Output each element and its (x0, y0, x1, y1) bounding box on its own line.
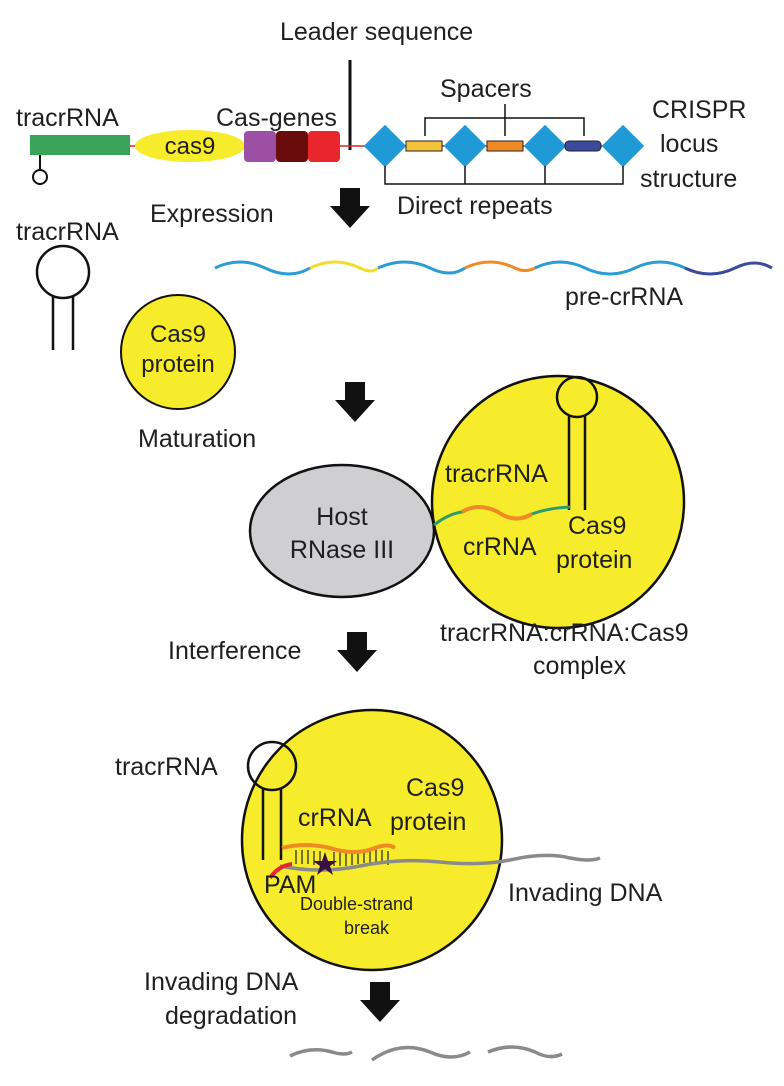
cas9-gene (135, 130, 245, 162)
expression-stage: Expression tracrRNA Cas9 protein pre-crR… (16, 188, 773, 410)
maturation-arrow-icon (335, 382, 375, 422)
complex-name-line2: complex (533, 652, 627, 680)
pre-crrna-transcript (214, 260, 773, 276)
direct-repeats-bracket (384, 166, 624, 185)
expression-arrow-icon (330, 188, 370, 228)
maturation-step-label: Maturation (138, 425, 256, 453)
degradation-arrow-icon (360, 982, 400, 1022)
direct-repeat-3 (523, 124, 567, 168)
direct-repeat-4 (601, 124, 645, 168)
tracrrna-gene-loop (32, 169, 48, 185)
host-rnase-iii (248, 463, 436, 599)
cas9-complex-circle (430, 374, 686, 630)
locus-tracrrna-label: tracrRNA (16, 104, 119, 132)
pam-segment (268, 862, 293, 880)
expression-tracrrna-label: tracrRNA (16, 218, 119, 246)
interference-tracrrna-label: tracrRNA (115, 753, 218, 781)
crispr-locus-structure-line2: locus (660, 130, 718, 158)
crispr-locus-structure-line3: structure (640, 165, 737, 193)
interference-crrna-label: crRNA (298, 804, 372, 832)
cas-gene-red (308, 131, 340, 162)
cas9-gene-label: cas9 (165, 133, 216, 160)
cas-gene-dark-red (276, 131, 308, 162)
interference-step-label: Interference (168, 637, 301, 665)
interference-stage: Interference tracrRNA crRNA Cas9 protein… (115, 632, 663, 972)
direct-repeats-label: Direct repeats (397, 192, 553, 220)
spacer-3 (564, 140, 602, 152)
interference-tracrrna-hairpin (246, 740, 298, 860)
maturation-stage: Maturation Host RNase III tracrRNA crRNA… (138, 374, 689, 680)
cas9-protein-free-line2: protein (141, 351, 214, 378)
double-strand-break-line2: break (344, 918, 390, 938)
direct-repeat-1 (363, 124, 407, 168)
interference-arrow-icon (337, 632, 377, 672)
interference-cas9-circle (240, 708, 504, 972)
complex-cas9-line1: Cas9 (568, 512, 626, 540)
cas9-protein-free (120, 294, 236, 410)
direct-repeat-2 (443, 124, 487, 168)
crispr-locus-structure-line1: CRISPR (652, 96, 746, 124)
pam-label: PAM (264, 871, 316, 899)
invading-dna-label: Invading DNA (508, 879, 663, 907)
degradation-stage: Invading DNA degradation (144, 968, 563, 1062)
cas9-protein-free-line1: Cas9 (150, 321, 206, 348)
complex-crrna-spacer (460, 505, 534, 521)
complex-cas9-line2: protein (556, 546, 632, 574)
complex-tracrrna-label: tracrRNA (445, 460, 548, 488)
tracrrna-hairpin (35, 244, 91, 350)
pre-crrna-label: pre-crRNA (565, 283, 683, 311)
spacer-1 (405, 140, 443, 152)
spacer-2 (486, 140, 524, 152)
host-rnase-line2: RNase III (290, 536, 394, 564)
cas-genes-label: Cas-genes (216, 104, 337, 132)
degradation-step-line1: Invading DNA (144, 968, 299, 996)
invading-dna-strand (279, 853, 601, 872)
spacers-label: Spacers (440, 75, 532, 103)
degradation-step-line2: degradation (165, 1002, 297, 1030)
crrna-guide-strand (281, 843, 397, 854)
tracrrna-gene (30, 135, 130, 155)
double-strand-break-line1: Double-strand (300, 894, 413, 914)
crispr-locus: Leader sequence tracrRNA cas9 Cas-genes … (16, 18, 746, 220)
expression-step-label: Expression (150, 200, 274, 228)
leader-sequence-label: Leader sequence (280, 18, 473, 46)
interference-cas9-line1: Cas9 (406, 774, 464, 802)
complex-tracrrna-hairpin (555, 375, 599, 510)
host-rnase-line1: Host (316, 503, 367, 531)
complex-name-line1: tracrRNA:crRNA:Cas9 (440, 619, 689, 647)
spacers-bracket (424, 104, 585, 136)
degraded-dna-fragments (289, 1045, 563, 1062)
cas-gene-purple (244, 131, 276, 162)
interference-cas9-line2: protein (390, 808, 466, 836)
complex-crrna-label: crRNA (463, 533, 537, 561)
cleavage-site-icon (313, 852, 337, 875)
